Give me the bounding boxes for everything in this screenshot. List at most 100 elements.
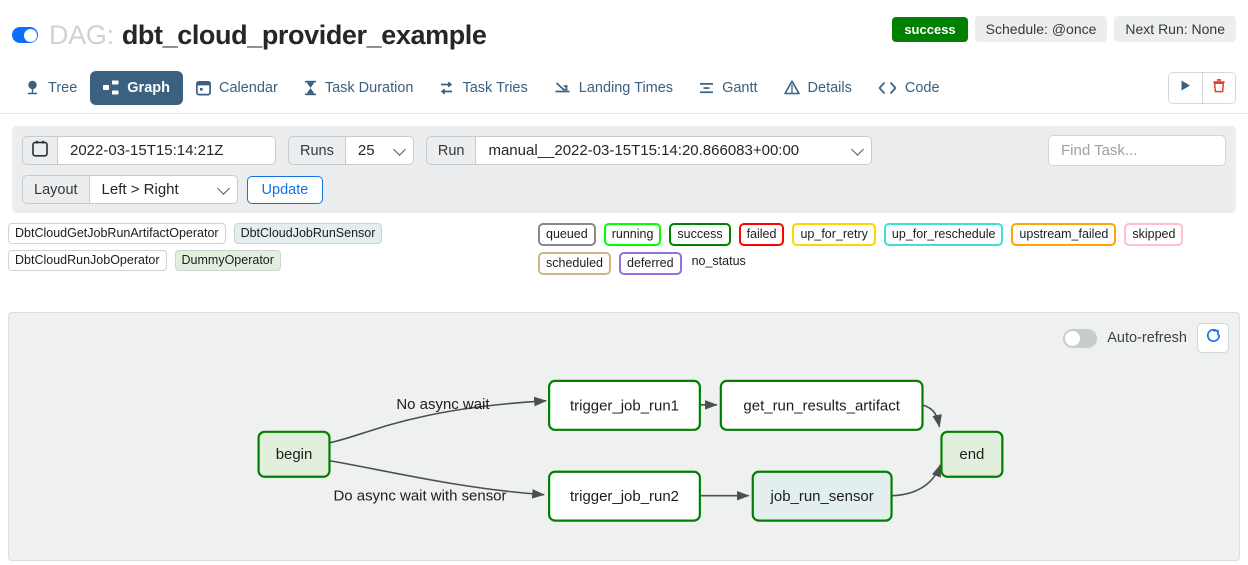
graph-node-box (940, 430, 1004, 478)
tab-graph[interactable]: Graph (90, 70, 183, 105)
tab-tree[interactable]: Tree (12, 71, 90, 105)
legend-status-chip[interactable]: skipped (1124, 223, 1184, 246)
filter-row-1: Runs 25 Run manual__2022-03-15T15:14:20.… (22, 135, 1226, 166)
runs-select[interactable]: 25 (345, 136, 414, 165)
execution-date-input[interactable] (58, 136, 276, 165)
graph-node[interactable]: trigger_job_run2 (548, 470, 701, 522)
dag-graph-canvas[interactable]: No async wait Do async wait with sensor b… (9, 313, 1239, 560)
graph-node-label: trigger_job_run1 (570, 397, 679, 414)
graph-edges (329, 396, 942, 501)
graph-node-box (751, 470, 893, 522)
code-icon (878, 81, 897, 95)
tab-gantt[interactable]: Gantt (686, 71, 770, 105)
header-status-group: success Schedule: @once Next Run: None (892, 16, 1236, 42)
auto-refresh-toggle[interactable] (1063, 328, 1098, 348)
layout-select[interactable]: Left > Right (89, 175, 238, 204)
delete-dag-button[interactable] (1202, 72, 1235, 103)
tab-task-tries-label: Task Tries (462, 79, 528, 96)
tab-code[interactable]: Code (865, 71, 953, 105)
filter-row-2: Layout Left > Right Update (22, 175, 1226, 204)
hourglass-icon (304, 80, 317, 96)
gantt-icon (699, 81, 714, 95)
graph-node-label: job_run_sensor (770, 488, 874, 505)
page-title: dbt_cloud_provider_example (121, 19, 487, 50)
execution-date-group (22, 136, 276, 165)
legend-status-chip[interactable]: failed (738, 223, 785, 246)
view-tabs: Tree Graph Calendar Task Duration Task T (0, 62, 1248, 114)
tree-icon (25, 80, 40, 96)
tab-graph-label: Graph (127, 79, 170, 96)
schedule-pill: Schedule: @once (974, 16, 1108, 42)
legend-operator-chip[interactable]: DbtCloudGetJobRunArtifactOperator (8, 223, 226, 244)
chevron-down-icon (851, 142, 865, 156)
tab-calendar[interactable]: Calendar (183, 71, 291, 105)
graph-node[interactable]: begin (257, 430, 331, 478)
graph-node-label: begin (276, 446, 313, 463)
graph-node-box (257, 430, 331, 478)
legend-operator-chip[interactable]: DummyOperator (174, 250, 281, 271)
calendar-picker-button[interactable] (22, 136, 58, 165)
legend-status-chip[interactable]: queued (538, 223, 596, 246)
runs-label: Runs (288, 136, 346, 165)
legend-status-chip[interactable]: up_for_retry (792, 223, 876, 246)
graph-toolbar: Auto-refresh (1063, 323, 1229, 353)
status-badge: success (892, 16, 968, 42)
legend-status-chip[interactable]: up_for_reschedule (883, 223, 1004, 246)
search-input[interactable] (1048, 135, 1226, 166)
run-label: Run (425, 136, 477, 165)
refresh-icon (1205, 327, 1222, 349)
dag-graph-panel: Auto-refresh (8, 312, 1240, 561)
status-legend: queued running success failed up_for_retry up… (538, 223, 1240, 275)
trash-icon (1212, 78, 1226, 98)
calendar-icon (32, 140, 48, 162)
run-group: Run manual__2022-03-15T15:14:20.866083+0… (425, 136, 873, 165)
legend-status-chip[interactable]: running (603, 223, 662, 246)
legend-status-chip[interactable]: success (669, 223, 731, 246)
auto-refresh-label: Auto-refresh (1107, 330, 1187, 346)
legend-operator-chip[interactable]: DbtCloudRunJobOperator (8, 250, 167, 271)
layout-group: Layout Left > Right (22, 175, 238, 204)
play-icon (1179, 79, 1192, 97)
tab-gantt-label: Gantt (722, 79, 758, 96)
legend-status-chip[interactable]: scheduled (538, 252, 611, 275)
graph-node[interactable]: trigger_job_run1 (548, 379, 701, 431)
trigger-dag-button[interactable] (1169, 72, 1202, 103)
dag-pause-toggle[interactable] (12, 27, 38, 43)
tab-details-label: Details (807, 79, 852, 96)
chevron-down-icon (392, 142, 406, 156)
graph-node-box (719, 379, 924, 431)
run-select[interactable]: manual__2022-03-15T15:14:20.866083+00:00 (476, 136, 873, 165)
chevron-down-icon (216, 181, 230, 195)
next-run-pill: Next Run: None (1114, 16, 1236, 42)
legend-status-chip[interactable]: upstream_failed (1011, 223, 1117, 246)
page-header: DAG: dbt_cloud_provider_example success … (0, 0, 1248, 62)
legend-status-chip[interactable]: deferred (619, 252, 682, 275)
triangle-icon (783, 80, 800, 95)
refresh-button[interactable] (1197, 323, 1229, 353)
graph-icon (103, 80, 119, 95)
tab-task-duration[interactable]: Task Duration (291, 71, 427, 105)
graph-node-label: end (959, 446, 984, 463)
tab-task-tries[interactable]: Task Tries (426, 71, 540, 105)
landing-icon (554, 80, 571, 96)
graph-node-label: get_run_results_artifact (743, 397, 900, 414)
layout-select-value: Left > Right (101, 181, 179, 198)
retry-icon (439, 80, 454, 96)
graph-node[interactable]: end (940, 430, 1004, 478)
graph-edge-label: Do async wait with sensor (333, 488, 506, 505)
legend-status-label: no_status (691, 254, 746, 268)
legend-operator-chip[interactable]: DbtCloudJobRunSensor (233, 223, 383, 244)
graph-edge-label: No async wait (396, 396, 490, 413)
tab-details[interactable]: Details (771, 71, 865, 105)
graph-node-box (548, 470, 701, 522)
graph-node[interactable]: get_run_results_artifact (719, 379, 924, 431)
graph-node[interactable]: job_run_sensor (751, 470, 893, 522)
tab-landing-times[interactable]: Landing Times (541, 71, 686, 105)
tab-code-label: Code (904, 79, 940, 96)
calendar-icon (196, 80, 211, 96)
tab-task-duration-label: Task Duration (324, 79, 414, 96)
update-button[interactable]: Update (246, 175, 324, 204)
